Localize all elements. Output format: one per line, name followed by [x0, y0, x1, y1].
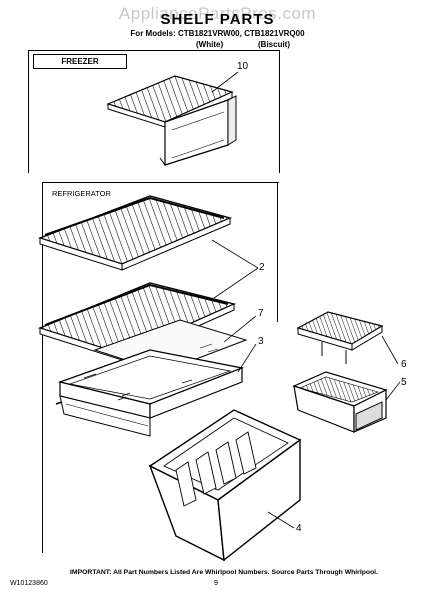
variant-white: (White) [196, 40, 224, 49]
callout-3: 3 [258, 336, 264, 347]
footer-doc-number: W10123860 [10, 580, 48, 587]
callout-4: 4 [296, 523, 302, 534]
refrigerator-section-frame-left [42, 182, 279, 553]
leader-lines [211, 71, 401, 529]
refrigerator-shelf-upper-icon [37, 195, 233, 271]
models-line: For Models: CTB1821VRW00, CTB1821VRQ00 [130, 29, 305, 38]
freezer-wire-shelf-icon [106, 75, 237, 166]
callout-2: 2 [259, 262, 265, 273]
refrigerator-label: REFRIGERATOR [52, 189, 111, 198]
callout-7: 7 [258, 308, 264, 319]
callout-10: 10 [237, 61, 249, 72]
callout-6: 6 [401, 359, 407, 370]
freezer-label: FREEZER [33, 54, 127, 69]
refrigerator-section-frame-right [277, 182, 278, 322]
freezer-section-frame [28, 50, 280, 173]
watermark: AppliancePartsPros.com [118, 4, 317, 23]
footer-page-number: 9 [214, 580, 218, 587]
crisper-cover-icon [55, 349, 245, 437]
crisper-drawer-icon [148, 409, 302, 562]
callout-5: 5 [401, 377, 407, 388]
meat-pan-drawer-icon [292, 371, 388, 433]
footer-important-note: IMPORTANT: All Part Numbers Listed Are W… [70, 569, 378, 576]
page-title: SHELF PARTS [160, 11, 275, 28]
variant-biscuit: (Biscuit) [258, 40, 290, 49]
deli-shelf-icon [296, 311, 384, 364]
